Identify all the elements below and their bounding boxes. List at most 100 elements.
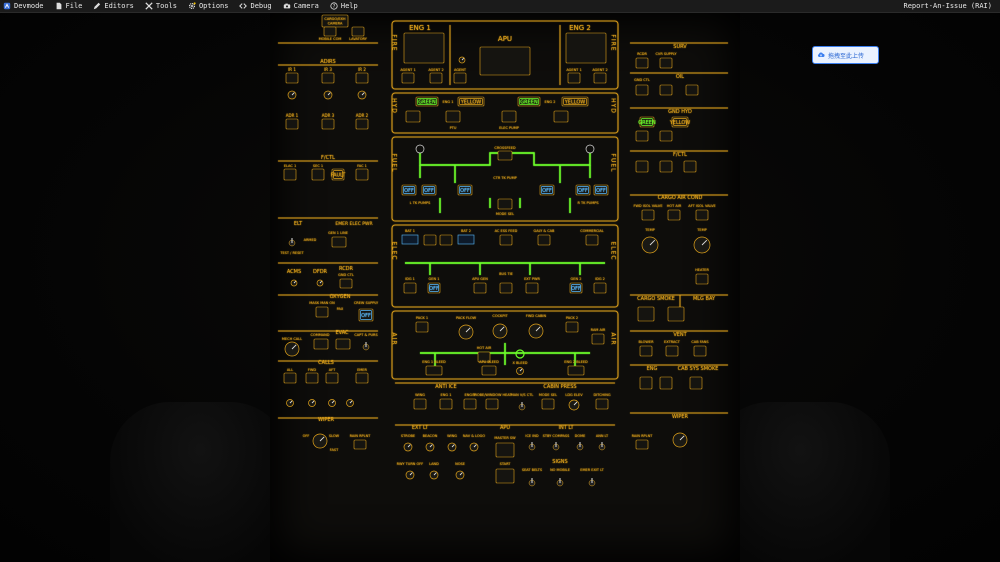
blower-button[interactable] — [639, 345, 653, 357]
cargo-heater-button[interactable] — [695, 273, 709, 285]
menu-tools[interactable]: Tools — [141, 0, 184, 12]
rcdr-gnd-ctl-button[interactable] — [339, 278, 353, 289]
upload-drop-zone[interactable]: 拖拽至此上传 — [812, 46, 879, 64]
fuel-mode-sel-button[interactable] — [497, 198, 513, 210]
menu-help[interactable]: ? Help — [326, 0, 365, 12]
elac1-button[interactable] — [283, 168, 297, 181]
hyd-eng2-pump-button[interactable] — [553, 110, 569, 123]
hyd-green-indicator-2[interactable] — [517, 96, 541, 107]
l-tk-pump2-button[interactable] — [421, 184, 437, 196]
apu-bleed-button[interactable] — [481, 365, 497, 376]
menu-options[interactable]: Options — [184, 0, 236, 12]
idg2-button[interactable] — [593, 282, 607, 294]
menu-editors[interactable]: Editors — [89, 0, 141, 12]
cargo-smoke-fwd-button[interactable] — [637, 306, 655, 322]
sec1-button[interactable] — [311, 168, 325, 181]
calls-aft-button[interactable] — [325, 372, 339, 384]
evac-horn-button[interactable] — [335, 338, 351, 350]
pack1-button[interactable] — [415, 321, 429, 333]
probe-heat-button[interactable] — [485, 398, 499, 410]
crossfeed-button[interactable] — [497, 150, 513, 161]
ac-ess-feed-button[interactable] — [499, 234, 513, 246]
ir3-button[interactable] — [321, 72, 335, 84]
gen1-line-button[interactable] — [331, 236, 347, 248]
menu-devmode[interactable]: Devmode — [0, 0, 51, 12]
apu-gen-button[interactable] — [473, 282, 487, 294]
ditching-button[interactable] — [595, 398, 609, 410]
elac2-button[interactable] — [635, 160, 649, 173]
calls-fwd-button[interactable] — [305, 372, 319, 384]
fac2-button[interactable] — [683, 160, 697, 173]
ir1-button[interactable] — [285, 72, 299, 84]
report-issue-button[interactable]: Report-An-Issue (RAI) — [903, 2, 992, 10]
right-rcdr-button[interactable] — [635, 57, 649, 69]
eng2-agent1-button[interactable] — [567, 72, 581, 84]
commercial-button[interactable] — [585, 234, 599, 246]
bus-tie-button[interactable] — [499, 282, 513, 294]
adr1-button[interactable] — [285, 118, 299, 130]
hyd-green-indicator[interactable] — [415, 96, 439, 107]
eng2-ai-button[interactable] — [463, 398, 477, 410]
eng1-agent1-button[interactable] — [401, 72, 415, 84]
aft-isol-valve-button[interactable] — [695, 209, 709, 221]
apu-fire-handle[interactable] — [479, 46, 531, 76]
gnd-hyd-button-3[interactable] — [635, 130, 649, 142]
pack2-button[interactable] — [565, 321, 579, 333]
cab-sys-smoke-button[interactable] — [689, 376, 703, 390]
press-mode-sel-button[interactable] — [541, 398, 555, 410]
bat2-button[interactable] — [439, 234, 453, 246]
calls-all-button[interactable] — [283, 372, 297, 384]
gnd-hyd-green-button[interactable] — [639, 116, 655, 128]
calls-emer-button[interactable] — [355, 372, 369, 384]
gen2-button[interactable] — [569, 282, 583, 294]
mask-man-on-button[interactable] — [315, 306, 329, 318]
apu-agent-button[interactable] — [453, 72, 467, 84]
eng1-bleed-button[interactable] — [425, 365, 443, 376]
menu-file[interactable]: File — [51, 0, 90, 12]
eng1-fire-handle[interactable] — [403, 32, 445, 64]
extract-button[interactable] — [665, 345, 679, 357]
eng2-agent2-button[interactable] — [593, 72, 607, 84]
menu-camera[interactable]: Camera — [279, 0, 326, 12]
eng1-ai-button[interactable] — [439, 398, 453, 410]
hyd-elec-pump-button[interactable] — [501, 110, 517, 123]
wing-ai-button[interactable] — [413, 398, 427, 410]
gen1-button[interactable] — [427, 282, 441, 294]
ir2-button[interactable] — [355, 72, 369, 84]
eng-smoke-button-2[interactable] — [659, 376, 673, 390]
crew-supply-button[interactable] — [358, 308, 374, 322]
oil-button-3[interactable] — [685, 84, 699, 96]
cargo-smoke-aft-button[interactable] — [667, 306, 685, 322]
gnd-hyd-yellow-button[interactable] — [671, 116, 689, 128]
sec-fault-button[interactable] — [331, 168, 345, 181]
fac1-button[interactable] — [355, 168, 369, 181]
ram-air-button[interactable] — [591, 333, 605, 345]
apu-start-button[interactable] — [495, 468, 515, 484]
idg1-button[interactable] — [403, 282, 417, 294]
rain-rplnt-left-button[interactable] — [353, 439, 367, 450]
hyd-eng1-pump-button[interactable] — [405, 110, 421, 123]
ext-pwr-button[interactable] — [525, 282, 539, 294]
ctr-tk-pump2-button[interactable] — [539, 184, 555, 196]
eng1-agent2-button[interactable] — [429, 72, 443, 84]
lavatory-button[interactable] — [351, 26, 365, 37]
apu-master-sw-button[interactable] — [495, 442, 515, 458]
galy-cab-button[interactable] — [537, 234, 551, 246]
hyd-yellow-indicator-2[interactable] — [561, 96, 589, 107]
r-tk-pump1-button[interactable] — [575, 184, 591, 196]
mobile-com-button[interactable] — [323, 26, 337, 37]
ctr-tk-pump1-button[interactable] — [457, 184, 473, 196]
adr2-button[interactable] — [355, 118, 369, 130]
l-tk-pump1-button[interactable] — [401, 184, 417, 196]
hyd-yellow-indicator-1[interactable] — [457, 96, 485, 107]
oil-button-1[interactable] — [635, 84, 649, 96]
bat1-button[interactable] — [423, 234, 437, 246]
cargo-hot-air-button[interactable] — [667, 209, 681, 221]
hot-air-button[interactable] — [477, 351, 491, 363]
menu-debug[interactable]: Debug — [235, 0, 278, 12]
eng2-fire-handle[interactable] — [565, 32, 607, 64]
cvr-supply-button[interactable] — [659, 57, 673, 69]
gnd-hyd-button-4[interactable] — [659, 130, 673, 142]
adr3-button[interactable] — [321, 118, 335, 130]
